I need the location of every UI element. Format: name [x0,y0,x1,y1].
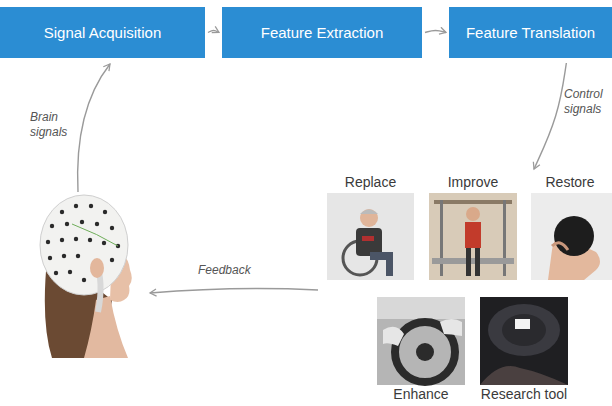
photo-enhance [377,297,465,385]
photo-restore-part [531,193,612,280]
photo-improve-part [465,222,481,248]
photo-replace-part [360,209,378,227]
eeg-head-part [48,256,52,260]
eeg-head-part [90,258,104,278]
box-label: Signal Acquisition [44,24,162,41]
photo-improve-part [503,200,506,276]
feedback-arrow-part [150,289,318,293]
photo-improve [429,193,517,280]
photo-research-tool [480,297,568,385]
flow-arrow [208,31,219,33]
application-photo: Enhance [371,294,471,404]
photo-improve-part [429,193,517,280]
photo-research-tool-part [502,314,546,346]
photo-replace-part [327,193,414,280]
application-photo: Improve [424,172,522,282]
photo-replace-part [386,252,393,276]
photo-enhance-part [383,327,404,346]
feedback-arrow [150,289,318,293]
photo-improve-part [434,200,512,204]
eeg-head-part [74,204,78,208]
eeg-head-part [103,210,107,214]
application-photo: Restore [528,172,612,282]
photo-caption: Replace [345,174,396,191]
application-photo: Replace [322,172,419,282]
photo-research-tool-part [480,297,568,385]
brain-signal-arrow [78,64,110,192]
eeg-head-part [60,210,64,214]
photo-restore [531,193,612,280]
photo-research-tool-part [515,319,530,329]
eeg-head-part [40,195,128,295]
photo-replace-part [362,236,374,241]
eeg-head-part [46,204,120,282]
eeg-head-part [84,296,128,358]
photo-enhance-part [377,297,465,319]
flow-arrow [425,31,446,33]
photo-improve-part [475,248,480,276]
photo-caption: Enhance [393,386,448,403]
eeg-head-part [74,237,78,241]
photo-caption: Restore [545,174,594,191]
process-box: Feature Translation [449,7,612,58]
eeg-head-part [95,222,99,226]
process-box: Feature Extraction [222,7,422,58]
photo-research-tool-part [488,304,560,356]
eeg-head-part [102,241,106,245]
photo-restore-part [552,243,568,250]
box-label: Feature Translation [466,24,595,41]
eeg-head-part [82,278,86,282]
photo-improve-part [466,248,471,276]
box-label: Feature Extraction [261,24,384,41]
brain-signal-arrow-part [78,64,110,192]
eeg-head-part [110,258,114,262]
eeg-head [40,195,132,358]
photo-caption: Improve [448,174,499,191]
eeg-head-part [60,238,64,242]
eeg-head-part [89,204,93,208]
eeg-head-part [80,220,84,224]
photo-replace-part [356,228,382,256]
edge-label: Control signals [564,87,610,117]
flow-arrow [534,63,566,169]
application-photo: Research tool [474,294,574,404]
photo-enhance-part [377,297,465,385]
photo-improve-part [432,258,514,264]
photo-enhance-part [440,319,462,336]
eeg-head-part [54,271,58,275]
eeg-head-part [72,224,118,246]
photo-replace [327,193,414,280]
eeg-head-part [46,240,50,244]
photo-improve-part [466,207,480,221]
eeg-head-part [65,222,69,226]
eeg-head-part [50,224,54,228]
signal-label: Feedback [198,263,268,278]
photo-enhance-part [416,343,434,361]
photo-improve-part [440,200,443,276]
eeg-head-part [62,254,66,258]
photo-replace-part [360,210,378,215]
photo-caption: Research tool [481,386,567,403]
signal-label: Brain signals [30,110,76,140]
eeg-head-part [68,270,72,274]
eeg-head-part [88,238,92,242]
eeg-head-part [76,254,80,258]
photo-restore-part [554,216,594,256]
eeg-head-part [110,226,114,230]
process-box: Signal Acquisition [0,7,205,58]
photo-research-tool-part [480,366,568,385]
